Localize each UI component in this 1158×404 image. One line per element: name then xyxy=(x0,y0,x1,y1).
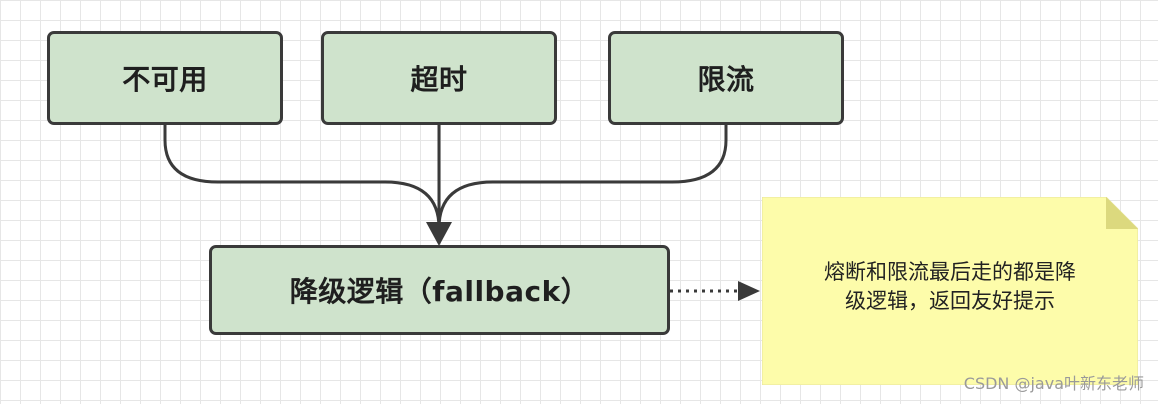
node-timeout[interactable]: 超时 xyxy=(321,31,557,125)
watermark: CSDN @java叶新东老师 xyxy=(963,374,1144,393)
arrowhead-into-fallback xyxy=(426,222,452,246)
node-rate-limit[interactable]: 限流 xyxy=(608,31,844,125)
connector-unavailable-to-fallback xyxy=(163,125,441,229)
sticky-note-line-1: 熔断和限流最后走的都是降 xyxy=(824,260,1076,284)
node-unavailable-label: 不可用 xyxy=(122,63,208,96)
node-fallback-label: 降级逻辑（fallback） xyxy=(289,275,590,308)
sticky-note-line-2: 级逻辑，返回友好提示 xyxy=(845,289,1055,313)
connector-ratelimit-to-fallback xyxy=(437,125,728,229)
sticky-note-text: 熔断和限流最后走的都是降 级逻辑，返回友好提示 xyxy=(790,258,1110,316)
node-timeout-label: 超时 xyxy=(410,63,468,96)
sticky-note xyxy=(762,197,1138,385)
node-rate-limit-label: 限流 xyxy=(697,63,755,96)
node-unavailable[interactable]: 不可用 xyxy=(47,31,283,125)
node-fallback[interactable]: 降级逻辑（fallback） xyxy=(209,245,670,335)
sticky-note-fold xyxy=(1106,197,1138,229)
dotted-connector-arrowhead xyxy=(738,281,760,301)
